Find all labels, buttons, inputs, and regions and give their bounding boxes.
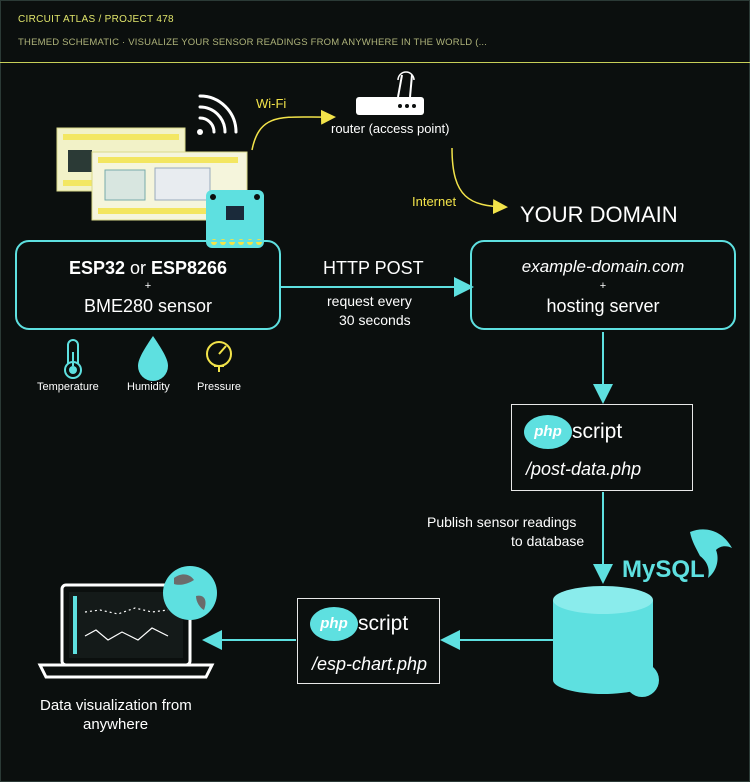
- chart-script-file: /esp-chart.php: [312, 654, 428, 674]
- http-interval-line2: 30 seconds: [339, 312, 411, 328]
- device-title: ESP32 or ESP8266: [17, 258, 279, 279]
- sensor-label-temperature: Temperature: [37, 381, 99, 393]
- http-post-title: HTTP POST: [323, 258, 424, 278]
- viz-line1: Data visualization from: [40, 697, 192, 714]
- chart-script-box: php script /esp-chart.php: [297, 598, 440, 684]
- internet-link-arrow: [451, 147, 508, 215]
- php-logo-icon: php: [524, 415, 572, 449]
- mysql-dolphin-icon: [690, 529, 732, 578]
- device-plus: +: [144, 280, 152, 292]
- header-kicker: CIRCUIT ATLAS / PROJECT 478: [18, 14, 174, 25]
- post-script-file: /post-data.php: [526, 459, 642, 479]
- wifi-link-arrow: [251, 109, 336, 151]
- server-domain: example-domain.com: [521, 257, 685, 276]
- bme280-sensor-icon: [206, 190, 264, 248]
- esp-board-icon: [56, 127, 248, 221]
- server-hosting: hosting server: [546, 296, 660, 316]
- wifi-signal-icon: [197, 94, 238, 135]
- esp8266-label: ESP8266: [151, 258, 228, 278]
- http-interval-line1: request every: [327, 293, 412, 309]
- database-icon: [553, 586, 659, 697]
- sensor-label: BME280 sensor: [83, 296, 213, 316]
- wifi-label: Wi-Fi: [256, 96, 287, 111]
- post-script-label: script: [572, 420, 623, 443]
- laptop-icon: [37, 566, 217, 679]
- viz-line2: anywhere: [83, 716, 149, 733]
- device-box: ESP32 or ESP8266 + BME280 sensor: [15, 240, 281, 330]
- gauge-icon: [206, 341, 232, 372]
- publish-line1: Publish sensor readings: [427, 514, 577, 530]
- header: CIRCUIT ATLAS / PROJECT 478 THEMED SCHEM…: [0, 0, 750, 63]
- php-logo-icon: php: [310, 607, 358, 641]
- thermometer-icon: [64, 339, 82, 379]
- router-icon: [356, 71, 424, 115]
- server-plus: +: [599, 280, 607, 292]
- droplet-icon: [138, 336, 168, 381]
- publish-line2: to database: [511, 533, 585, 549]
- header-title: THEMED SCHEMATIC · VISUALIZE YOUR SENSOR…: [18, 37, 488, 48]
- esp32-label: ESP32: [68, 258, 125, 278]
- post-script-box: php script /post-data.php: [511, 404, 693, 491]
- router-label: router (access point): [331, 121, 450, 136]
- or-label: or: [124, 258, 151, 278]
- internet-label: Internet: [412, 194, 457, 209]
- server-box: example-domain.com + hosting server: [470, 240, 736, 330]
- sensor-label-humidity: Humidity: [127, 381, 170, 393]
- sensor-label-pressure: Pressure: [197, 381, 242, 393]
- domain-label: YOUR DOMAIN: [520, 202, 678, 227]
- chart-script-label: script: [358, 612, 409, 635]
- mysql-label: MySQL: [622, 556, 705, 583]
